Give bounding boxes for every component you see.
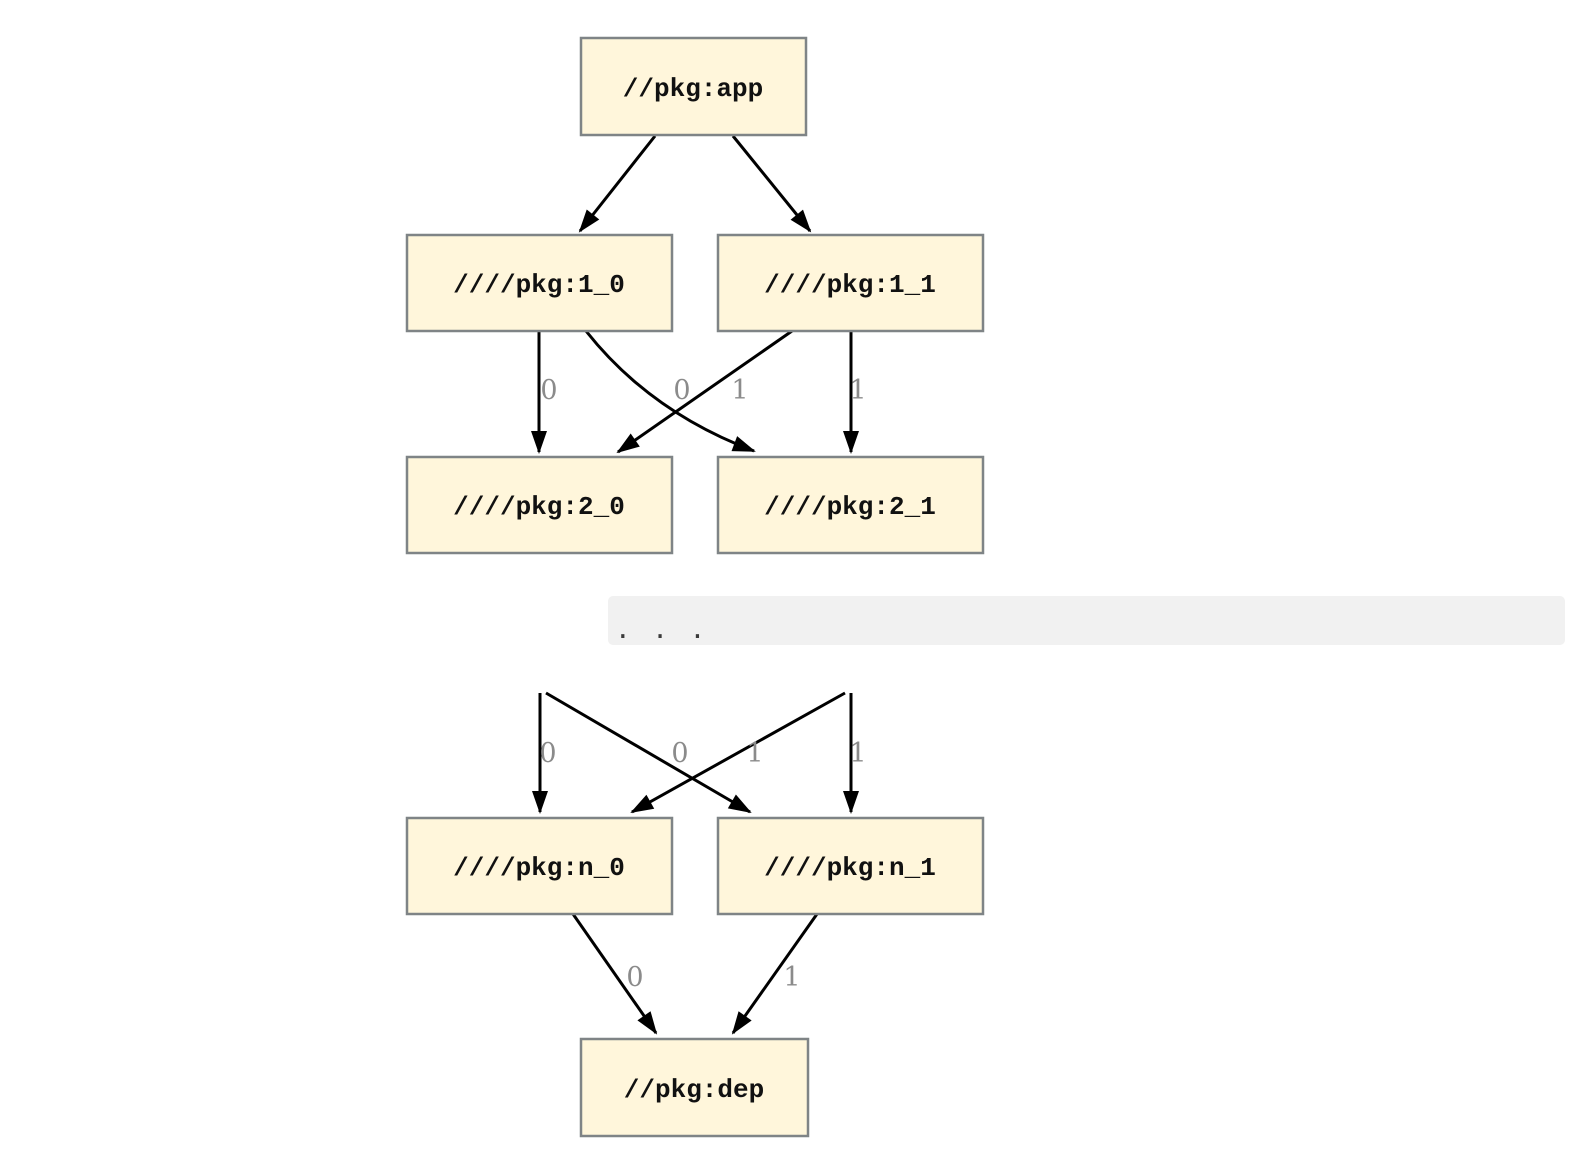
- node-pkg-2_0: ////pkg:2_0: [405, 455, 674, 555]
- node-pkg-app: //pkg:app: [579, 36, 808, 137]
- edge-label-layer: 0 0 1 1 0 0 1 1 0 1: [539, 375, 866, 993]
- node-box: [405, 455, 674, 555]
- node-box: [579, 1037, 810, 1138]
- edge-app-to-1_0: [578, 135, 657, 233]
- ellipsis-band-bg: [608, 596, 1565, 645]
- edge-label: 1: [731, 375, 748, 406]
- node-pkg-1_1: ////pkg:1_1: [716, 233, 985, 333]
- edge-label: 0: [671, 738, 688, 769]
- node-label: //pkg:dep: [624, 1075, 764, 1105]
- edge-label: 1: [783, 962, 800, 993]
- node-pkg-dep: //pkg:dep: [579, 1037, 810, 1138]
- edge-label: 0: [539, 738, 556, 769]
- edge-1_0-to-2_1: [584, 330, 756, 453]
- edge-label: 0: [540, 375, 557, 406]
- node-pkg-n_1: ////pkg:n_1: [716, 816, 985, 916]
- node-box: [716, 455, 985, 555]
- ellipsis-dots: . . .: [615, 615, 708, 645]
- edge-label: 0: [673, 375, 690, 406]
- edge-label: 1: [849, 738, 866, 769]
- node-pkg-1_0: ////pkg:1_0: [405, 233, 674, 333]
- ellipsis-band: . . .: [608, 596, 1565, 645]
- node-box: [579, 36, 808, 137]
- edge-layer: [531, 135, 859, 1035]
- edge-label: 1: [849, 375, 866, 406]
- node-label: ////pkg:n_0: [453, 853, 625, 883]
- node-box: [716, 816, 985, 916]
- edge-elided0-to-n_1: [545, 691, 752, 814]
- node-pkg-2_1: ////pkg:2_1: [716, 455, 985, 555]
- node-label: ////pkg:n_1: [764, 853, 936, 883]
- node-box: [405, 816, 674, 916]
- node-label: ////pkg:1_0: [453, 270, 625, 300]
- node-label: ////pkg:2_0: [453, 492, 625, 522]
- edge-label: 0: [626, 962, 643, 993]
- node-box: [405, 233, 674, 333]
- edge-elided1-to-n_0: [630, 691, 846, 814]
- node-pkg-n_0: ////pkg:n_0: [405, 816, 674, 916]
- edge-1_1-to-2_0: [616, 329, 793, 454]
- edge-label: 1: [746, 738, 763, 769]
- edge-n_0-to-dep: [571, 913, 658, 1035]
- node-label: //pkg:app: [623, 74, 763, 104]
- node-box: [716, 233, 985, 333]
- edge-n_1-to-dep: [731, 913, 819, 1035]
- node-label: ////pkg:2_1: [764, 492, 936, 522]
- node-label: ////pkg:1_1: [764, 270, 936, 300]
- edge-app-to-1_1: [731, 135, 812, 233]
